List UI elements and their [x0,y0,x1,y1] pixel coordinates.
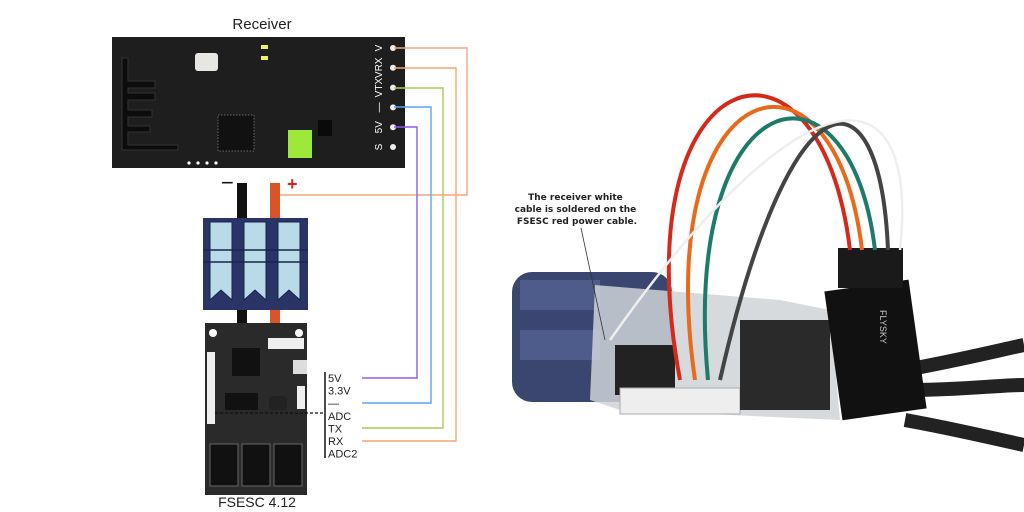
battery-pack [203,218,308,310]
plus-sign: + [287,174,298,194]
receiver-board [112,37,405,168]
photo-assembly: FLYSKY [512,93,1024,452]
fsesc-pin-label: 3.3V [328,386,351,398]
receiver-pin-label: 5V [374,121,385,134]
fsesc-pin-label: ADC2 [328,449,357,461]
receiver-pin-dot [390,64,396,71]
receiver-pin-dot [390,84,396,91]
photo-receiver-label: FLYSKY [878,310,888,344]
fsesc-pin-label: ADC [328,411,351,423]
wire-v-to-power [280,47,468,196]
wire-vrx-to-rx [362,67,457,442]
photo-note: The receiver white cable is soldered on … [515,193,640,227]
receiver-pin-label: S [374,143,385,150]
fsesc-title: FSESC 4.12 [218,494,296,510]
fsesc-pin-label: 5V [328,373,342,385]
receiver-pin-dot [390,104,396,111]
note-pointer [580,227,606,341]
minus-sign: − [221,170,234,195]
receiver-pin-dot [390,144,396,150]
receiver-pin-label: V [374,44,385,51]
fsesc-pin-label: RX [328,436,344,448]
wire-5v-to-5v [362,126,418,379]
receiver-pin-label: VTX [374,78,385,98]
receiver-title: Receiver [232,16,291,33]
receiver-pin-dot [390,124,396,131]
receiver-pin-label: — [374,102,385,112]
wire-gnd-to-gnd [362,106,432,404]
fsesc-board [205,323,307,495]
fsesc-pin-label: — [328,398,339,410]
receiver-pin-label: VRX [374,57,385,78]
wire-vtx-to-tx [362,87,444,429]
fsesc-pin-label: TX [328,423,343,435]
receiver-pin-dot [390,45,396,51]
